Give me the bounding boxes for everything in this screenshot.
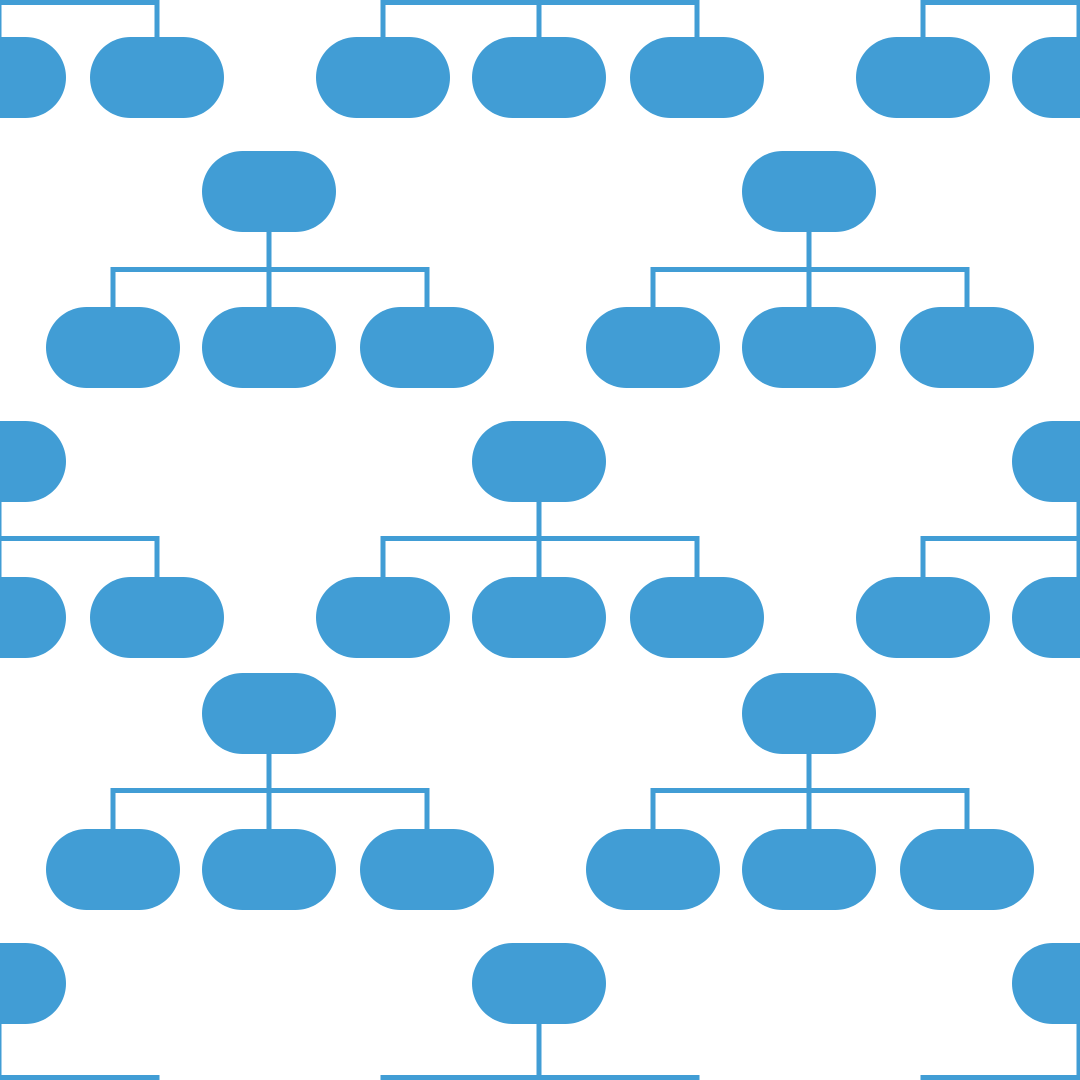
org-chart-icon xyxy=(46,151,494,388)
connector-stem xyxy=(1076,501,1080,541)
connector-drop xyxy=(650,267,656,308)
connector-horizontal xyxy=(0,1075,160,1080)
child-node xyxy=(586,307,720,388)
parent-node xyxy=(1012,421,1080,502)
connector-drop xyxy=(806,788,812,830)
connector-drop xyxy=(536,536,542,578)
org-chart-icon xyxy=(316,421,764,658)
parent-node xyxy=(202,151,336,232)
parent-node xyxy=(472,943,606,1024)
connector-horizontal xyxy=(0,0,160,5)
child-node xyxy=(0,577,66,658)
connector-drop xyxy=(0,536,2,578)
connector-stem xyxy=(536,501,542,541)
child-node xyxy=(856,577,990,658)
parent-node xyxy=(742,673,876,754)
child-node xyxy=(202,829,336,910)
connector-horizontal xyxy=(920,536,1080,541)
child-node xyxy=(316,577,450,658)
connector-drop xyxy=(380,1075,386,1080)
connector-drop xyxy=(154,0,160,38)
connector-stem xyxy=(1076,1023,1080,1080)
connector-drop xyxy=(964,267,970,308)
child-node xyxy=(360,829,494,910)
connector-drop xyxy=(424,267,430,308)
connector-horizontal xyxy=(920,0,1080,5)
org-chart-icon xyxy=(316,0,764,118)
connector-stem xyxy=(0,1023,2,1080)
org-chart-icon xyxy=(856,0,1080,118)
child-node xyxy=(0,37,66,118)
child-node xyxy=(742,829,876,910)
child-node xyxy=(90,37,224,118)
org-chart-icon xyxy=(0,0,224,118)
child-node xyxy=(630,577,764,658)
org-chart-icon xyxy=(586,151,1034,388)
parent-node xyxy=(742,151,876,232)
parent-node xyxy=(0,421,66,502)
connector-drop xyxy=(380,0,386,38)
child-node xyxy=(90,577,224,658)
org-chart-icon xyxy=(380,943,700,1080)
connector-drop xyxy=(694,0,700,38)
parent-node xyxy=(472,421,606,502)
child-node xyxy=(900,307,1034,388)
connector-drop xyxy=(266,267,272,308)
child-node xyxy=(360,307,494,388)
connector-drop xyxy=(1076,0,1080,38)
org-chart-icon xyxy=(46,673,494,910)
connector-drop xyxy=(1076,536,1080,578)
connector-stem xyxy=(806,231,812,272)
child-node xyxy=(1012,577,1080,658)
connector-drop xyxy=(380,536,386,578)
connector-stem xyxy=(536,1023,542,1080)
parent-node xyxy=(1012,943,1080,1024)
child-node xyxy=(742,307,876,388)
connector-drop xyxy=(964,788,970,830)
org-chart-icon xyxy=(0,421,224,658)
connector-drop xyxy=(536,1075,542,1080)
connector-stem xyxy=(266,753,272,793)
org-chart-icon xyxy=(0,943,160,1080)
connector-drop xyxy=(806,267,812,308)
connector-drop xyxy=(650,788,656,830)
connector-drop xyxy=(266,788,272,830)
child-node xyxy=(472,37,606,118)
connector-drop xyxy=(694,1075,700,1080)
connector-horizontal xyxy=(0,536,160,541)
child-node xyxy=(900,829,1034,910)
connector-drop xyxy=(154,1075,160,1080)
connector-drop xyxy=(110,788,116,830)
child-node xyxy=(586,829,720,910)
org-chart-icon xyxy=(856,421,1080,658)
child-node xyxy=(1012,37,1080,118)
connector-drop xyxy=(424,788,430,830)
child-node xyxy=(46,829,180,910)
connector-drop xyxy=(0,1075,2,1080)
child-node xyxy=(856,37,990,118)
connector-drop xyxy=(110,267,116,308)
child-node xyxy=(202,307,336,388)
org-chart-icon xyxy=(586,673,1034,910)
connector-drop xyxy=(154,536,160,578)
child-node xyxy=(316,37,450,118)
connector-horizontal xyxy=(920,1075,1080,1080)
parent-node xyxy=(0,943,66,1024)
child-node xyxy=(472,577,606,658)
org-chart-icon xyxy=(920,943,1080,1080)
connector-drop xyxy=(920,536,926,578)
connector-drop xyxy=(1076,1075,1080,1080)
connector-stem xyxy=(266,231,272,272)
parent-node xyxy=(202,673,336,754)
connector-drop xyxy=(694,536,700,578)
connector-stem xyxy=(0,501,2,541)
child-node xyxy=(630,37,764,118)
connector-drop xyxy=(536,0,542,38)
child-node xyxy=(46,307,180,388)
connector-drop xyxy=(0,0,2,38)
connector-drop xyxy=(920,0,926,38)
connector-stem xyxy=(806,753,812,793)
connector-drop xyxy=(920,1075,926,1080)
